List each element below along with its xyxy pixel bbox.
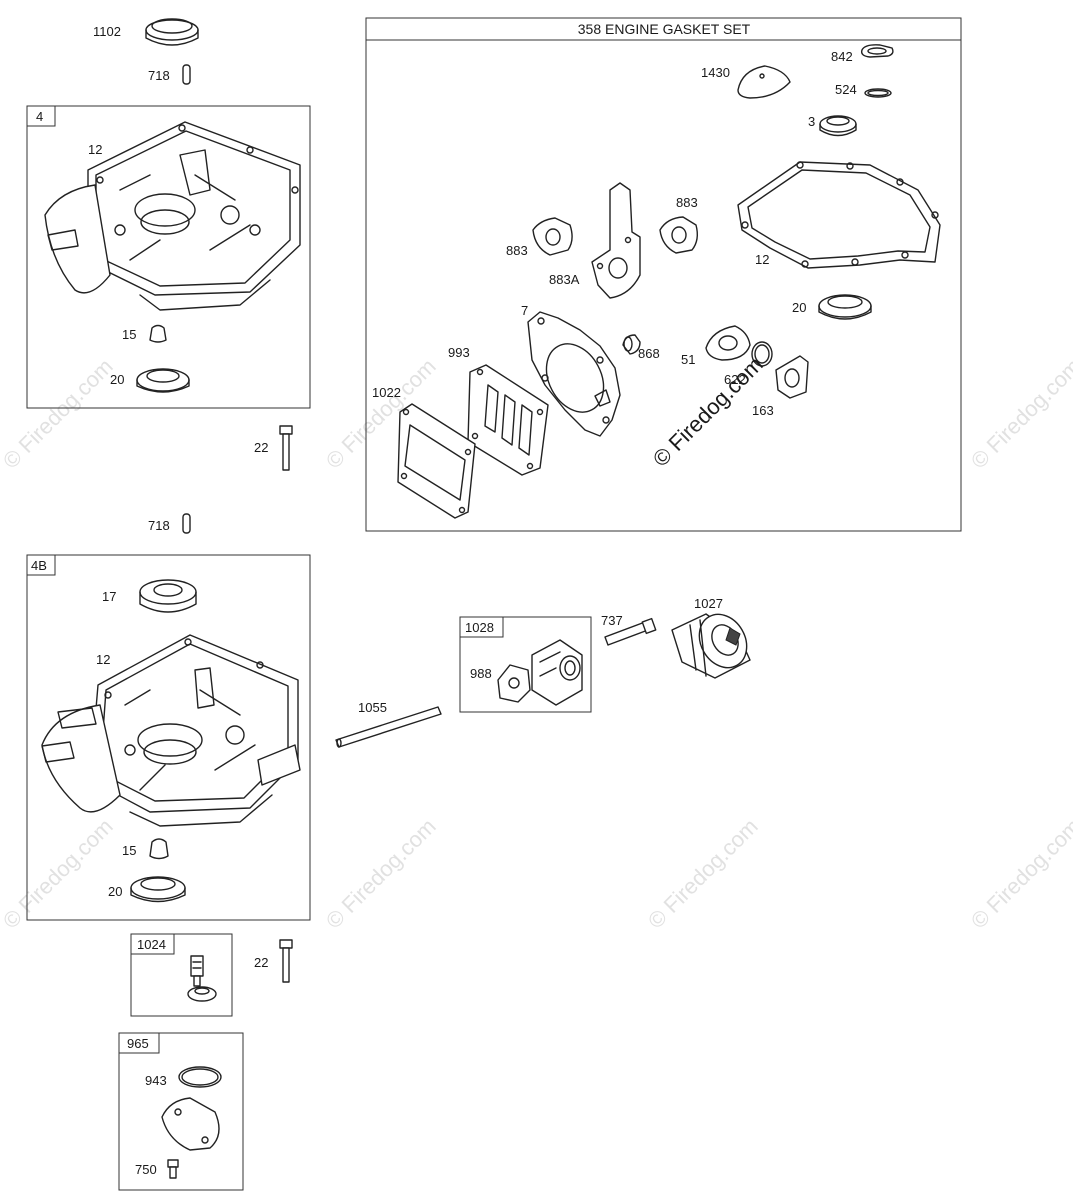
callout-868: 868 [638,346,660,361]
callout-842: 842 [831,49,853,64]
callout-1027: 1027 [694,596,723,611]
part-883a-bracket [591,182,641,299]
callout-1022: 1022 [372,385,401,400]
callout-51: 51 [681,352,695,367]
callout-993: 993 [448,345,470,360]
part-1022-gasket [397,403,476,519]
part-12-crankcase-gasket [737,161,941,269]
part-1430-gasket [737,65,791,99]
callout-524: 524 [835,82,857,97]
part-20-seal [818,294,872,320]
oil-filter-adapter-illustration [531,639,583,706]
callout-20: 20 [108,884,122,899]
callout-1102: 1102 [93,24,121,39]
watermark: © Firedog.com [0,354,118,474]
box-label-1024: 1024 [137,937,166,952]
part-524-oring [864,88,892,98]
part-20-seal [136,368,190,393]
part-1055-tube: 1055 [335,700,442,748]
callout-883A: 883A [549,272,580,287]
part-842-gasket [860,44,894,58]
callout-943: 943 [145,1073,167,1088]
watermark: © Firedog.com [966,354,1073,474]
part-15-plug [149,838,169,860]
callout-163: 163 [752,403,774,418]
callout-988: 988 [470,666,492,681]
part-51-gasket [705,325,751,361]
callout-12: 12 [755,252,769,267]
callout-17: 17 [102,589,116,604]
part-993-gasket [467,364,549,476]
watermark: © Firedog.com [0,814,118,934]
callout-20: 20 [110,372,124,387]
callout-20: 20 [792,300,806,315]
callout-12: 12 [96,652,110,667]
part-163-gasket [775,355,809,399]
gasket-set-title: 358 ENGINE GASKET SET [578,21,751,37]
box-label-1028: 1028 [465,620,494,635]
part-1027-oil-filter: 1027 [671,596,751,679]
callout-622: 622 [724,372,746,387]
part-22-bolt: 22 [254,425,293,471]
part-737-bolt: 737 [601,613,657,646]
callout-3: 3 [808,114,815,129]
watermark: © Firedog.com [643,814,763,934]
part-750-screw [167,1159,179,1179]
engine-gasket-set-box: 358 ENGINE GASKET SET 842 1430 524 3 [365,17,962,532]
callout-737: 737 [601,613,623,628]
part-15-plug [149,324,167,343]
callout-883: 883 [676,195,698,210]
callout-718: 718 [148,518,170,533]
part-22-bolt: 22 [254,939,293,983]
callout-7: 7 [521,303,528,318]
callout-750: 750 [135,1162,157,1177]
part-883-gasket [659,216,699,254]
callout-22: 22 [254,440,268,455]
part-622-oring [751,341,773,367]
cover-plate-illustration [161,1097,220,1151]
center-watermark: © Firedog.com [648,352,768,472]
part-943-oring [178,1066,222,1088]
kit-box-1024: 1024 [130,933,233,1017]
callout-15: 15 [122,843,136,858]
callout-22: 22 [254,955,268,970]
part-20-seal [130,876,186,903]
box-label-4b: 4B [31,558,47,573]
callout-718: 718 [148,68,170,83]
governor-gear-illustration [187,955,217,1002]
callout-883: 883 [506,243,528,258]
callout-1430: 1430 [701,65,730,80]
part-3-seal [819,115,857,137]
kit-box-1028: 1028 988 [459,616,592,713]
part-7-head-gasket [527,311,621,437]
part-718-dowel: 718 [148,513,191,534]
callout-15: 15 [122,327,136,342]
part-988-gasket [497,664,531,703]
watermark: © Firedog.com [966,814,1073,934]
kit-box-965: 965 943 750 [118,1032,244,1191]
part-1102-seal: 1102 [93,18,199,46]
watermark: © Firedog.com [321,814,441,934]
box-label-965: 965 [127,1036,149,1051]
sump-illustration [44,121,301,311]
box-label-4: 4 [36,109,43,124]
callout-1055: 1055 [358,700,387,715]
kit-box-4b: 4B 17 12 [26,554,311,921]
callout-12: 12 [88,142,102,157]
part-883-gasket [532,217,573,256]
kit-box-4: 4 12 15 [26,105,311,409]
sump-illustration [41,634,301,827]
part-868-seal [622,334,641,355]
part-718-dowel: 718 [148,64,191,85]
part-17-bearing [139,579,197,613]
